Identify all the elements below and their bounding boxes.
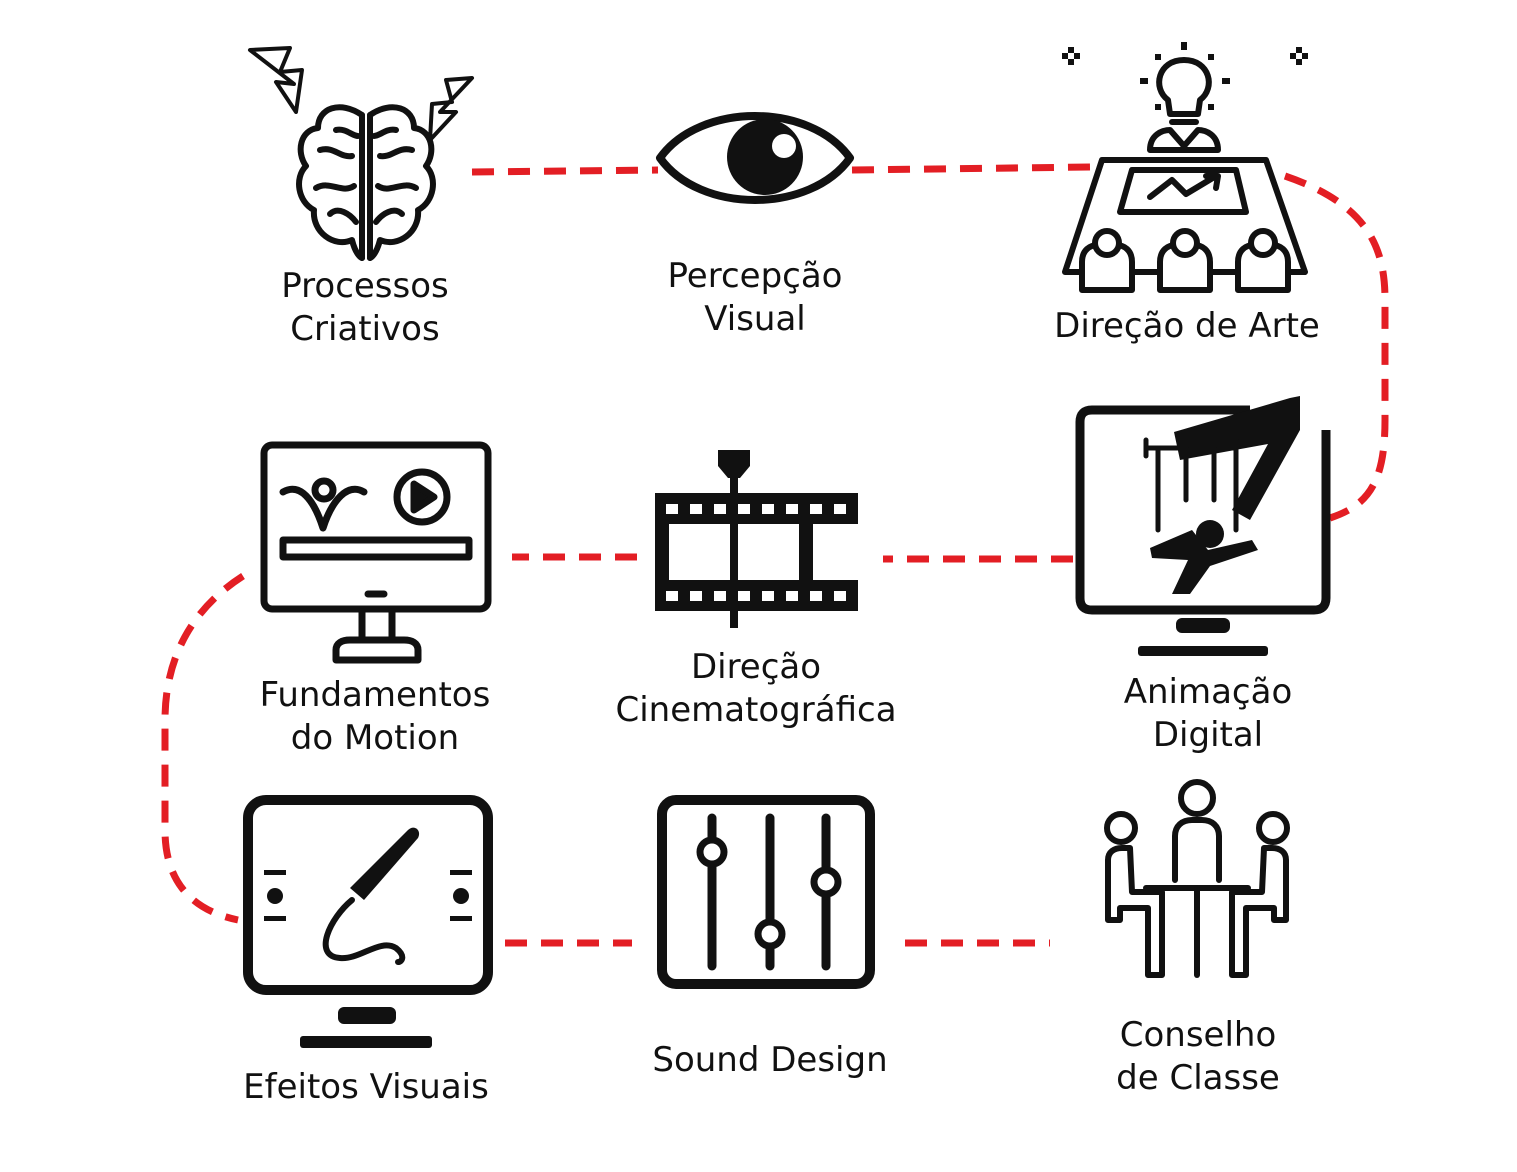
label-efeitos-visuais: Efeitos Visuais xyxy=(216,1066,516,1109)
label-fundamentos-do-motion: Fundamentos do Motion xyxy=(225,674,525,760)
connector-processos-percepcao xyxy=(471,166,659,176)
mixer-sliders-icon xyxy=(657,795,875,989)
label-line: Efeitos Visuais xyxy=(243,1067,489,1107)
monitor-play-icon xyxy=(260,441,492,664)
connector-fundamentos-efeitos xyxy=(161,573,245,924)
film-strip-icon xyxy=(655,450,858,628)
label-percepcao-visual: Percepção Visual xyxy=(605,255,905,341)
label-line: Direção xyxy=(690,647,822,687)
meeting-idea-icon xyxy=(1062,42,1308,293)
label-direcao-de-arte: Direção de Arte xyxy=(1027,305,1347,348)
puppet-monitor-icon xyxy=(1075,396,1331,656)
label-line: de Classe xyxy=(1116,1058,1280,1098)
label-line: Direção de Arte xyxy=(1054,306,1320,346)
label-line: Conselho xyxy=(1119,1015,1277,1055)
label-conselho-de-classe: Conselho de Classe xyxy=(1048,1014,1348,1100)
team-table-icon xyxy=(1104,779,1290,978)
label-line: do Motion xyxy=(290,718,460,758)
label-line: Processos xyxy=(281,266,449,306)
label-animacao-digital: Animação Digital xyxy=(1058,671,1358,757)
label-line: Visual xyxy=(704,299,806,339)
label-direcao-cinematografica: Direção Cinematográfica xyxy=(586,646,926,732)
connectors xyxy=(161,163,1389,947)
pen-tablet-icon xyxy=(243,795,493,1048)
label-line: Percepção xyxy=(667,256,843,296)
label-line: Criativos xyxy=(290,309,440,349)
eye-icon xyxy=(656,112,854,204)
label-line: Animação xyxy=(1123,672,1293,712)
label-line: Fundamentos xyxy=(259,675,491,715)
label-line: Sound Design xyxy=(652,1040,888,1080)
connector-percepcao-direcao-arte xyxy=(851,163,1093,174)
label-line: Digital xyxy=(1152,715,1264,755)
brain-icon xyxy=(248,46,474,261)
label-sound-design: Sound Design xyxy=(620,1039,920,1082)
label-processos-criativos: Processos Criativos xyxy=(215,265,515,351)
label-line: Cinematográfica xyxy=(615,690,897,730)
connector-direcao-arte-animacao xyxy=(1283,172,1389,522)
